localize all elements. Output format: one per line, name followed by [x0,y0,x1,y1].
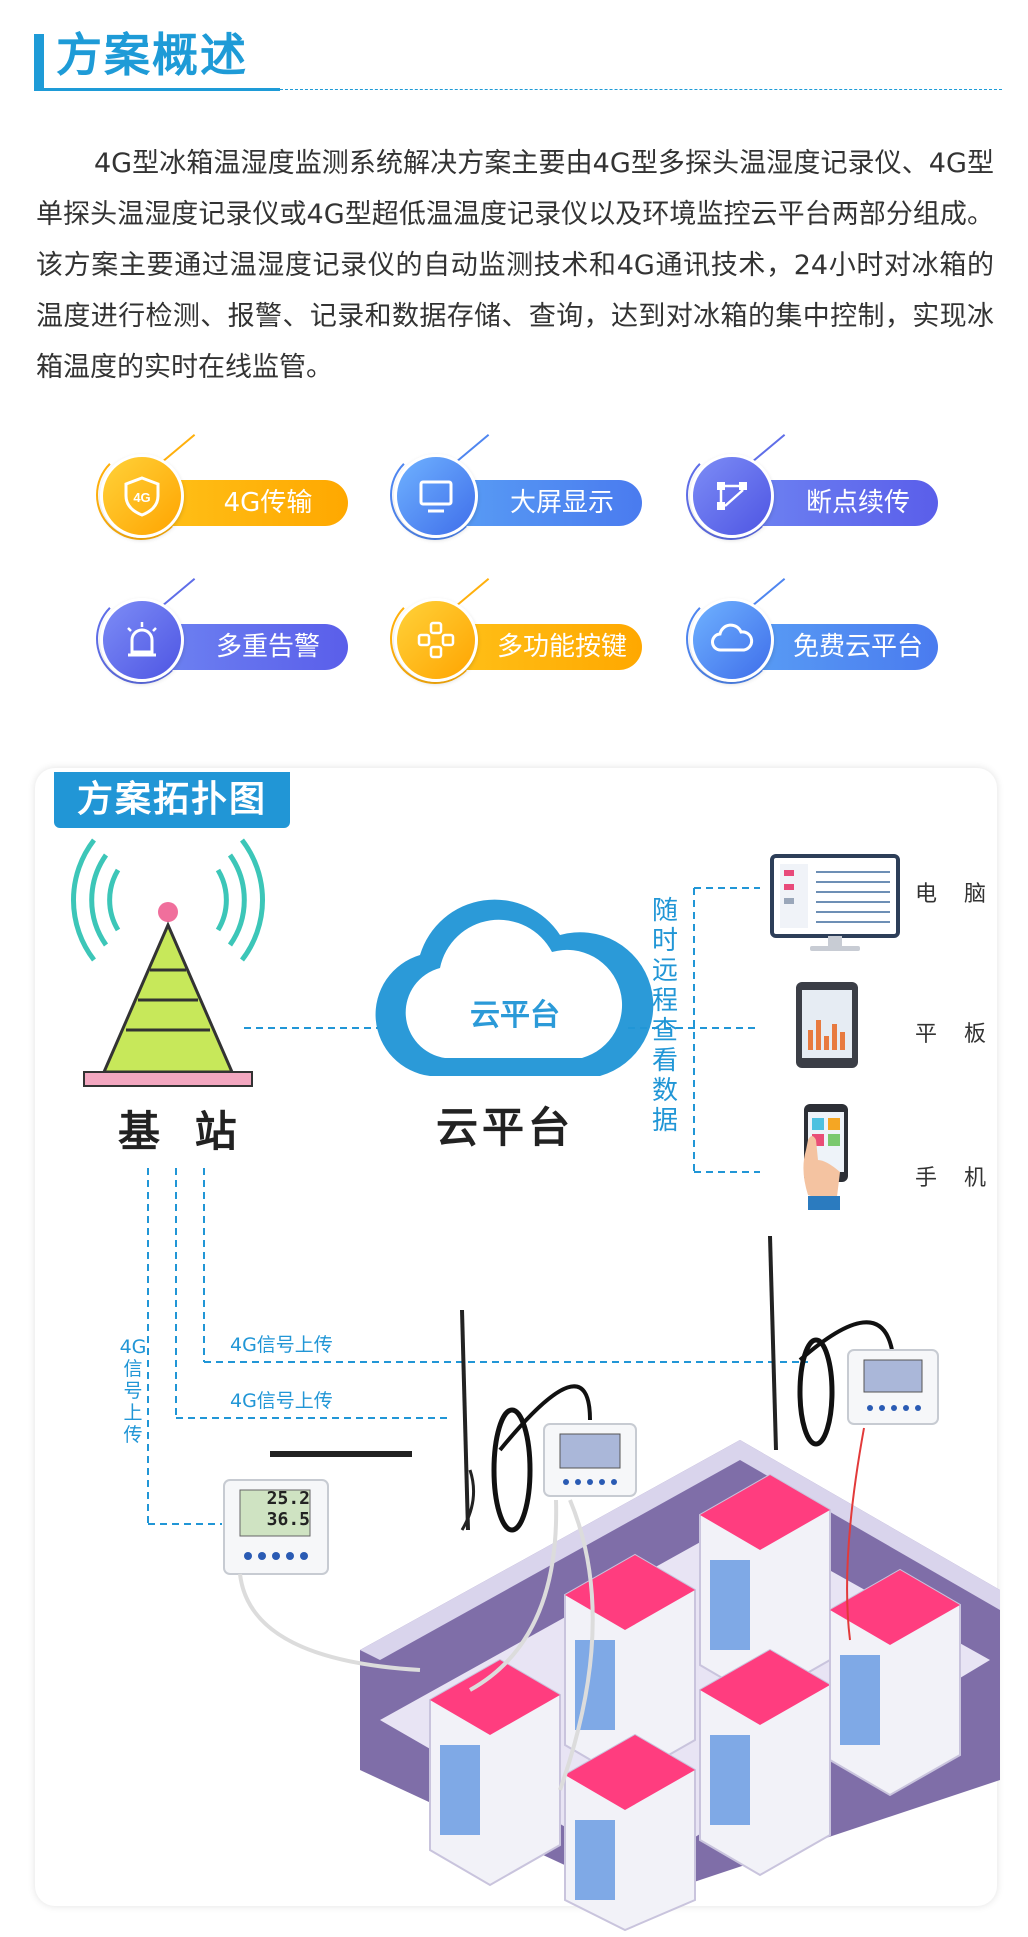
feature-label: 免费云平台 [792,632,923,662]
tablet-icon [796,982,858,1068]
header-underline [34,88,280,91]
topology-title: 方案拓扑图 [54,772,290,828]
feature-free-cloud: 免费云平台 [686,577,943,692]
logger-display: 25.2 36.5 [244,1488,310,1530]
feature-big-screen: 大屏显示 [390,433,647,548]
feature-multi-function-keys: 多功能按键 [390,577,647,692]
shield-4g-icon: 4G [100,454,184,538]
monitor-icon [394,454,478,538]
logger-device-right [768,1235,939,1641]
cloud-platform-label: 云平台 [436,1103,575,1152]
phone-label: 手 机 [915,1166,996,1191]
feature-label: 多功能按键 [496,632,627,662]
overview-header: 方案概述 [34,24,1002,91]
logger-device-center [460,1309,637,1791]
logger-device-left [223,1451,421,1672]
overview-paragraph: 4G型冰箱温湿度监测系统解决方案主要由4G型多探头温湿度记录仪、4G型单探头温湿… [36,148,994,383]
remote-view-text: 随 时 远 程 查 看 数 据 [651,896,678,1136]
computer-icon [770,854,900,951]
feature-label: 断点续传 [805,488,910,518]
gamepad-keys-icon [394,598,478,682]
computer-label: 电 脑 [915,882,996,907]
signal-label-2: 4G信号上传 [230,1390,333,1412]
header-accent-bar [34,34,44,88]
phone-icon [803,1104,848,1210]
cold-room-illustration [360,1440,1000,1932]
cloud-inner-label: 云平台 [470,998,560,1033]
base-station-label: 基 站 [118,1107,247,1156]
base-station-tower-icon [70,838,266,1087]
overview-title: 方案概述 [56,28,248,82]
feature-label: 多重告警 [215,632,320,662]
tablet-label: 平 板 [915,1022,996,1047]
feature-multi-alarm: 多重告警 [96,577,353,692]
logger-temperature: 25.2 [266,1488,310,1509]
header-dashed-line [280,89,1002,90]
feature-label: 大屏显示 [509,488,614,518]
node-link-icon [690,454,774,538]
feature-resume-transfer: 断点续传 [686,433,943,548]
svg-text:4G: 4G [133,490,150,505]
cloud-platform-icon [375,899,654,1076]
logger-humidity: 36.5 [266,1509,310,1530]
feature-label: 4G传输 [223,488,313,518]
alarm-light-icon [100,598,184,682]
feature-4g-transfer: 4G 4G传输 [96,433,353,548]
signal-label-1: 4G信号上传 [230,1334,333,1356]
cloud-icon [690,598,774,682]
signal-label-vertical: 4G 信 号 上 传 [119,1336,147,1446]
